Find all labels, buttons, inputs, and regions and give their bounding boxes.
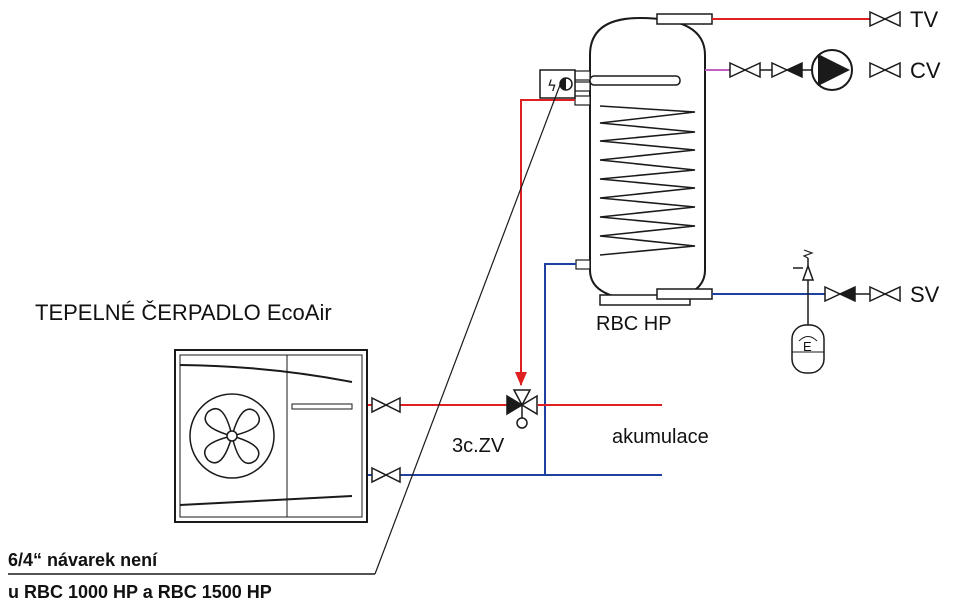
valve-tv [869, 10, 901, 28]
expansion-vessel-label: E [803, 339, 812, 354]
outlet-sv-label: SV [910, 282, 940, 307]
tank-label: RBC HP [596, 313, 672, 335]
outlet-tv-label: TV [910, 7, 938, 32]
hp-supply-valve [371, 396, 401, 414]
hp-return-valve [371, 466, 401, 484]
three-way-valve-icon [506, 389, 538, 429]
tank-bottom-connector [656, 288, 713, 300]
heat-pump-title: TEPELNÉ ČERPADLO EcoAir [35, 300, 332, 325]
accumulation-label: akumulace [612, 426, 709, 448]
note-leader-line [374, 84, 561, 575]
note-line-2: u RBC 1000 HP a RBC 1500 HP [8, 582, 272, 602]
outlet-cv-label: CV [910, 58, 941, 83]
svg-text:ϟ: ϟ [547, 77, 557, 95]
heat-pump-unit [174, 349, 368, 523]
safety-valve-icon [793, 249, 815, 294]
three-way-valve-label: 3c.ZV [452, 435, 505, 457]
fan-icon [189, 393, 275, 479]
coil-exchanger [599, 105, 696, 256]
note-line-1: 6/4“ návarek není [8, 550, 158, 570]
heater-controller: ϟ [539, 69, 576, 99]
storage-tank [574, 13, 713, 306]
cold-inlet-assembly [824, 285, 901, 303]
circulation-assembly [729, 49, 901, 91]
tank-top-connector [656, 13, 713, 25]
expansion-vessel-icon [791, 294, 825, 374]
heater-rod [589, 75, 681, 86]
